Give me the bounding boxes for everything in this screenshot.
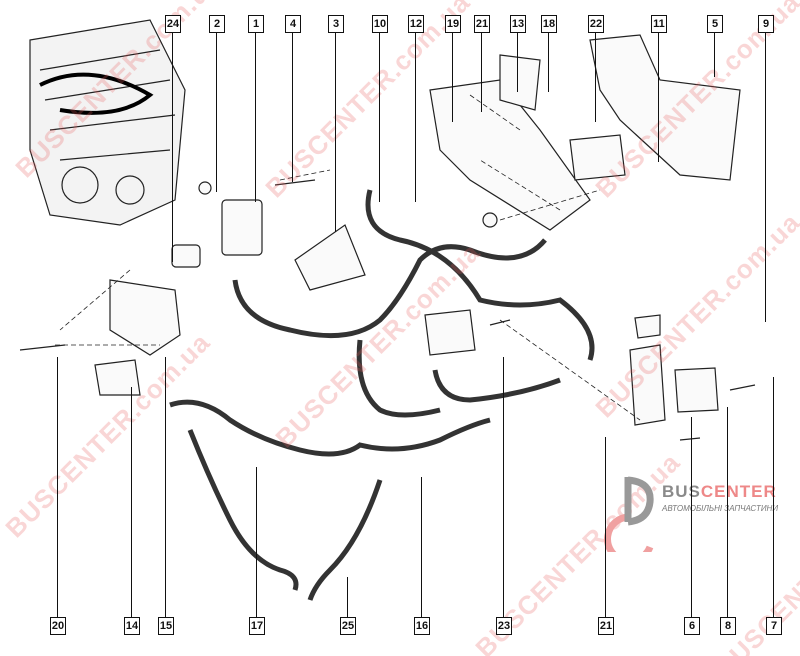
callout-leader-line (292, 32, 294, 182)
callout-leader-line (548, 32, 550, 92)
callout-label: 11 (651, 15, 667, 33)
logo-center: CENTER (700, 482, 777, 501)
callout-label: 6 (684, 617, 700, 635)
callout-label: 9 (758, 15, 774, 33)
callout-label: 5 (707, 15, 723, 33)
callout-label: 19 (445, 15, 461, 33)
callout-label: 4 (285, 15, 301, 33)
callout-leader-line (727, 407, 729, 617)
components (19, 34, 756, 441)
callout-label: 21 (598, 617, 614, 635)
callout-label: 14 (124, 617, 140, 635)
callout-leader-line (415, 32, 417, 202)
callout-label: 23 (496, 617, 512, 635)
buscenter-logo: BUSCENTER АВТОМОБІЛЬНІ ЗАПЧАСТИНИ (600, 472, 800, 565)
callout-label: 18 (541, 15, 557, 33)
callout-label: 13 (510, 15, 526, 33)
callout-leader-line (595, 32, 597, 122)
callout-label: 15 (158, 617, 174, 635)
callout-label: 20 (50, 617, 66, 635)
callout-leader-line (517, 32, 519, 92)
callout-leader-line (165, 357, 167, 617)
callout-leader-line (216, 32, 218, 192)
harness-main (169, 189, 595, 601)
callout-leader-line (256, 467, 258, 617)
callout-leader-line (605, 437, 607, 617)
callout-leader-line (57, 357, 59, 617)
callout-leader-line (379, 32, 381, 202)
logo-bus: BUS (662, 482, 701, 501)
callout-label: 17 (249, 617, 265, 635)
callout-leader-line (481, 32, 483, 112)
callout-label: 22 (588, 15, 604, 33)
callout-label: 12 (408, 15, 424, 33)
callout-label: 3 (328, 15, 344, 33)
callout-label: 10 (372, 15, 388, 33)
logo-mark-icon (604, 476, 654, 565)
callout-label: 2 (209, 15, 225, 33)
callout-label: 8 (720, 617, 736, 635)
callout-leader-line (131, 387, 133, 617)
callout-leader-line (452, 32, 454, 122)
callout-label: 24 (165, 15, 181, 33)
callout-leader-line (765, 32, 767, 322)
callout-leader-line (691, 417, 693, 617)
callout-leader-line (503, 357, 505, 617)
callout-leader-line (714, 32, 716, 77)
callout-leader-line (658, 32, 660, 162)
callout-leader-line (335, 32, 337, 232)
logo-tagline: АВТОМОБІЛЬНІ ЗАПЧАСТИНИ (662, 504, 779, 513)
callout-leader-line (347, 577, 349, 617)
callout-label: 1 (248, 15, 264, 33)
logo-wordmark: BUSCENTER (662, 482, 777, 502)
callout-label: 25 (340, 617, 356, 635)
callout-label: 16 (414, 617, 430, 635)
dashed-guides (55, 94, 641, 421)
callout-leader-line (421, 477, 423, 617)
callout-leader-line (255, 32, 257, 202)
callout-leader-line (172, 32, 174, 262)
engine-illustration (29, 19, 186, 226)
callout-label: 7 (766, 617, 782, 635)
callout-label: 21 (474, 15, 490, 33)
callout-leader-line (773, 377, 775, 617)
